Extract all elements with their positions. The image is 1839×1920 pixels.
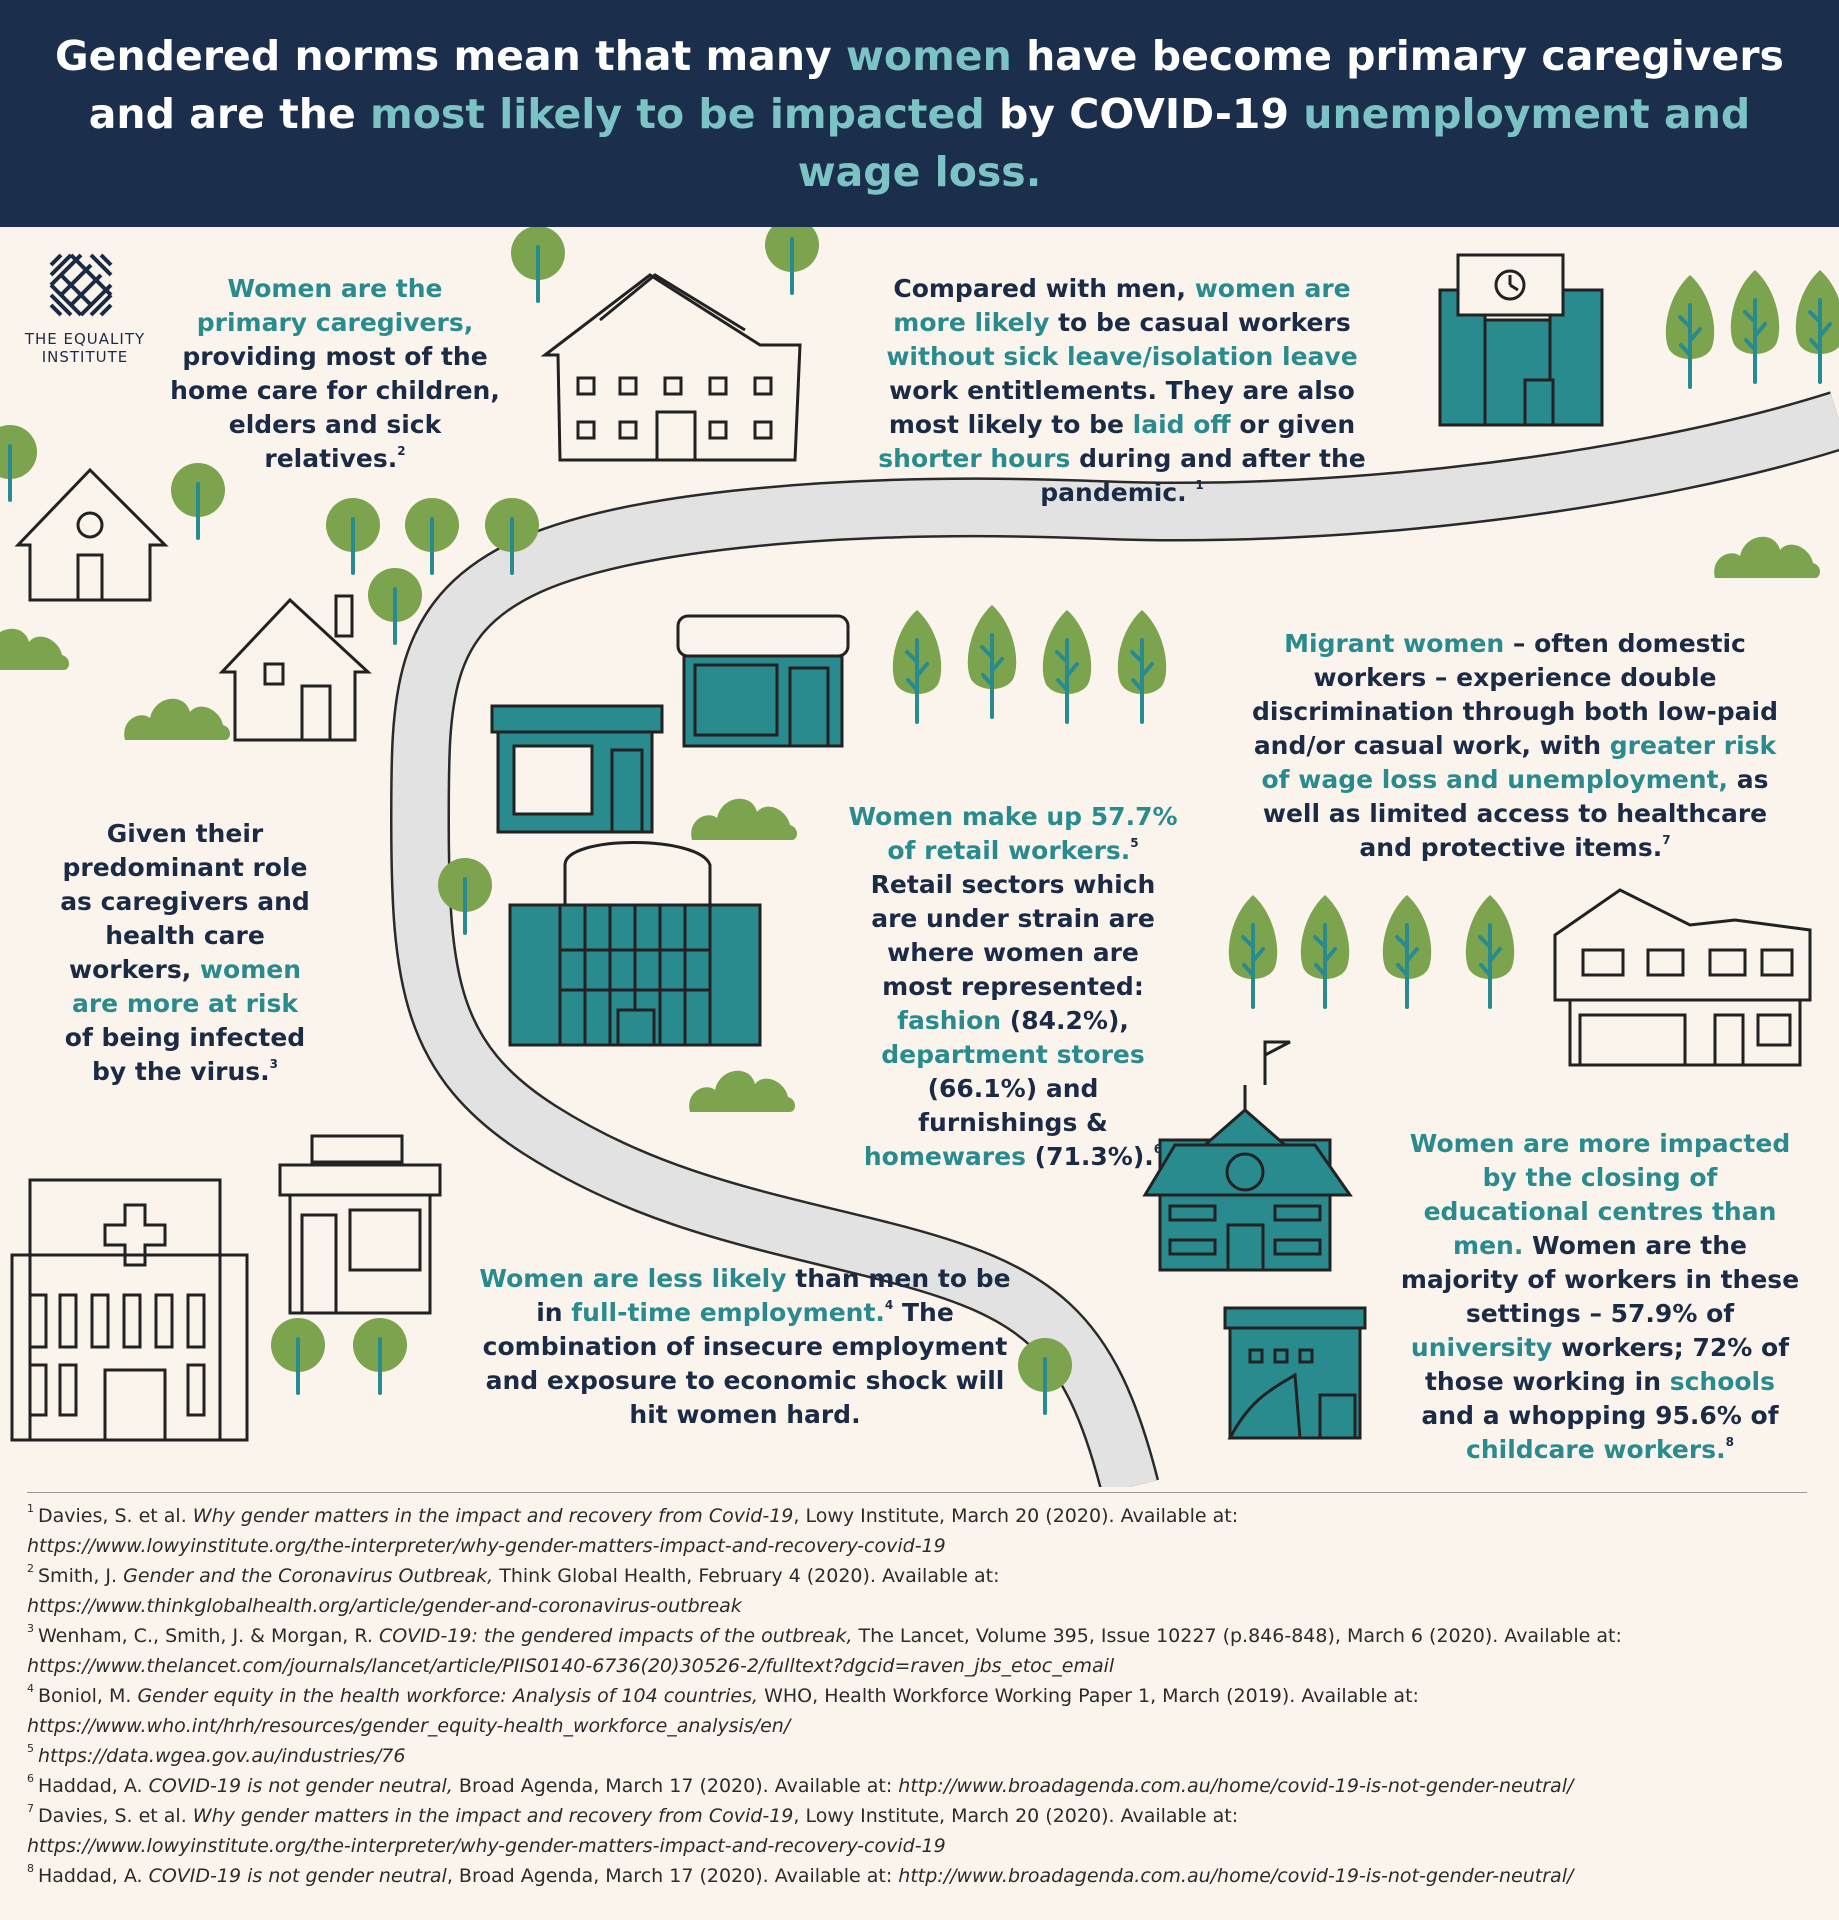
equality-institute-logo [49,253,113,317]
logo-text-line2: INSTITUTE [41,348,129,366]
reference-link[interactable]: https://www.thelancet.com/journals/lance… [27,1655,1115,1677]
reference-link[interactable]: https://data.wgea.gov.au/industries/76 [38,1745,406,1767]
reference-link[interactable]: https://www.lowyinstitute.org/the-interp… [27,1835,946,1857]
reference-link[interactable]: http://www.broadagenda.com.au/home/covid… [898,1865,1574,1887]
reference-link[interactable]: http://www.broadagenda.com.au/home/covid… [898,1775,1574,1797]
road-icon [392,393,1839,1487]
full-time-employment-text: Women are less likely than men to be in … [479,1264,1011,1429]
reference-link[interactable]: https://www.thinkglobalhealth.org/articl… [27,1595,742,1617]
house-icon [14,467,169,602]
reference-link[interactable]: https://www.lowyinstitute.org/the-interp… [27,1535,946,1557]
casual-workers-text: Compared with men, women are more likely… [878,274,1366,507]
retail-workers-text: Women make up 57.7% of retail workers.5 … [848,802,1178,1171]
reference-link[interactable]: https://www.who.int/hrh/resources/gender… [27,1715,791,1737]
school-icon [1223,1306,1367,1440]
mall-icon [508,841,762,1047]
house-icon [540,273,802,462]
clock-tower-icon [1438,253,1604,427]
clothing-store-icon [490,704,664,834]
logo-text-line1: THE EQUALITY [24,330,146,348]
logo: THE EQUALITY INSTITUTE [10,248,160,366]
educational-centres-text: Women are more impacted by the closing o… [1400,1129,1800,1464]
header-banner: Gendered norms mean that many women have… [0,0,1839,227]
infection-risk-text: Given their predominant role as caregive… [60,819,310,1086]
illustration-layer [0,227,1839,1487]
shop-icon [278,1134,442,1315]
school-icon [1142,1040,1353,1272]
page-title: Gendered norms mean that many women have… [55,31,1784,196]
cafe-icon [676,614,850,748]
house-icon [218,594,372,742]
hospital-icon [10,1178,249,1442]
migrant-women-text: Migrant women – often domestic workers –… [1252,629,1778,862]
house-icon [1553,888,1812,1067]
caregivers-text: Women are the primary caregivers, provid… [170,274,500,473]
